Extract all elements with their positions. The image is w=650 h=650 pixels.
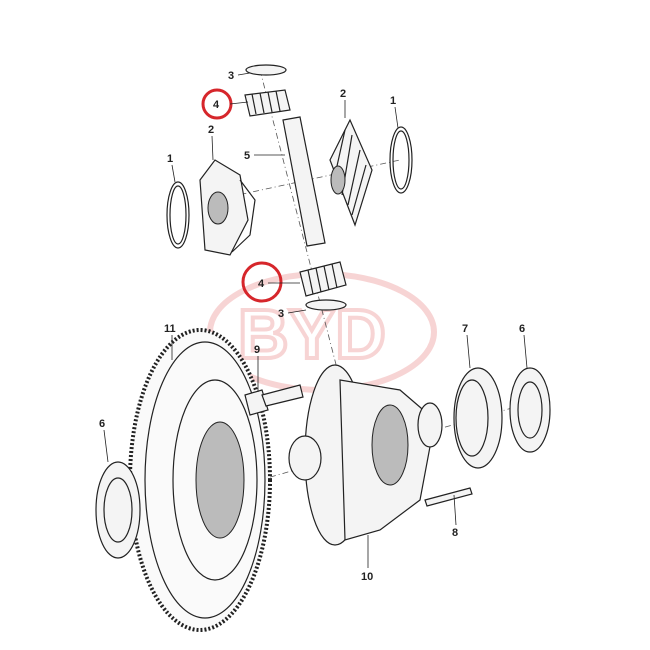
callout-4: 4 xyxy=(213,99,220,111)
speedometer-gear-part xyxy=(453,367,503,469)
callout-3: 3 xyxy=(278,308,284,320)
pinion-shaft-part xyxy=(282,116,326,247)
pinion-gear-part xyxy=(299,261,347,297)
callout-8: 8 xyxy=(452,527,458,539)
callout-4: 4 xyxy=(258,278,265,290)
side-gear-part xyxy=(329,118,373,227)
callout-6: 6 xyxy=(519,323,525,335)
bearing-part xyxy=(95,461,141,559)
callout-10: 10 xyxy=(361,571,373,583)
callout-7: 7 xyxy=(462,323,468,335)
thrust-washer-part xyxy=(245,64,287,76)
callout-11: 11 xyxy=(164,323,176,335)
callout-6: 6 xyxy=(99,418,105,430)
thrust-washer-part xyxy=(389,126,413,194)
callout-9: 9 xyxy=(254,344,260,356)
callout-1: 1 xyxy=(167,153,173,165)
final-drive-gear-part xyxy=(128,328,272,632)
pin-part xyxy=(424,487,473,507)
callout-3: 3 xyxy=(228,70,234,82)
differential-case-part xyxy=(288,364,443,546)
thrust-washer-part xyxy=(166,181,190,249)
leader-lines xyxy=(103,72,528,568)
bolt-part xyxy=(244,384,304,416)
callout-1: 1 xyxy=(390,95,396,107)
callout-5: 5 xyxy=(244,150,250,162)
callout-2: 2 xyxy=(340,88,346,100)
highlight-circle xyxy=(241,261,283,303)
assembly-axis xyxy=(259,69,341,381)
bearing-part xyxy=(509,367,551,453)
side-gear-part xyxy=(199,159,256,256)
pinion-gear-part xyxy=(244,89,291,117)
thrust-washer-part xyxy=(305,299,347,311)
callout-2: 2 xyxy=(208,124,214,136)
